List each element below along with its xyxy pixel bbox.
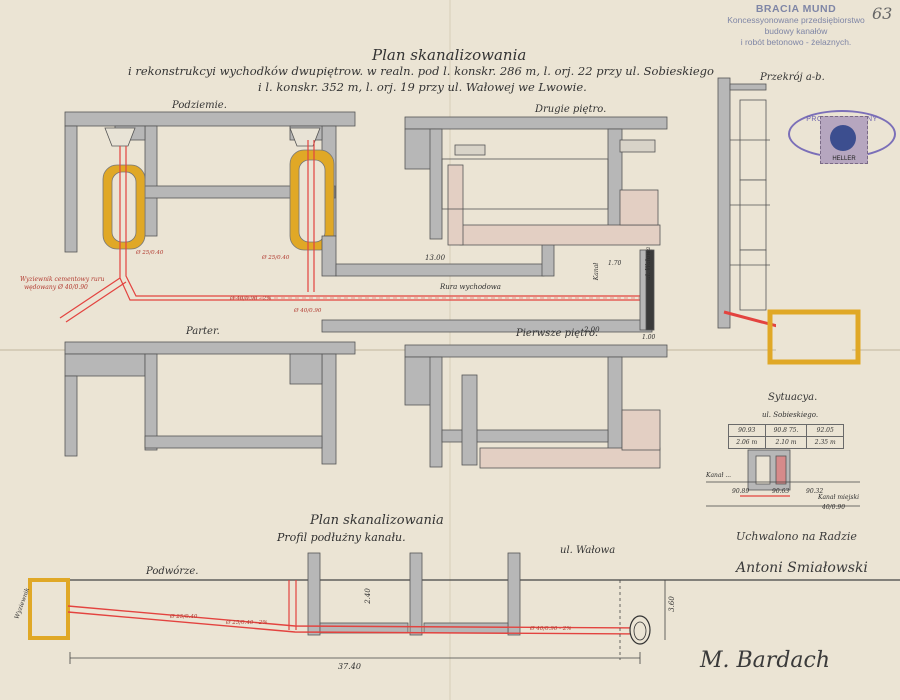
table-cell: 90.8 75. xyxy=(764,424,808,437)
title-line-2: i rekonstrukcyi wychodków dwupiętrow. w … xyxy=(128,64,714,78)
profile-pipe-2: Ø 25/0.40 - 2% xyxy=(226,620,268,626)
pipe-label-c: Ø 40/0.90 xyxy=(294,308,322,314)
signature-2: Antoni Smiałowski xyxy=(736,560,868,576)
basement-toilets xyxy=(104,127,321,147)
row3-b: 90.63 xyxy=(772,488,790,495)
pipe-label-b: Ø 25/0.40 xyxy=(262,255,290,261)
table-cell: 2.10 m xyxy=(764,436,808,449)
second-floor-plan xyxy=(404,116,668,240)
profile-dim-total: 37.40 xyxy=(338,662,361,671)
profile-street: ul. Wałowa xyxy=(560,545,616,556)
row3-c: 90.32 xyxy=(806,488,824,495)
street-block xyxy=(321,235,655,333)
approval-note: Uchwalono na Radzie xyxy=(736,530,857,543)
profile-dim-depth: 3.60 xyxy=(667,596,676,612)
situation-title: Sytuacya. xyxy=(768,392,818,403)
label-second-floor: Drugie piętro. xyxy=(535,104,607,115)
first-floor-annex xyxy=(479,409,661,469)
table-row: 2.06 m 2.10 m 2.35 m xyxy=(728,436,844,449)
label-first-floor: Pierwsze piętro. xyxy=(516,328,599,339)
canal-fragment-label: Kanał xyxy=(593,262,601,281)
profile-title-2: Profil podłużny kanału. xyxy=(277,531,406,544)
dim-170-label: 1.70 xyxy=(608,260,622,267)
street-walowa-vertical: ul. Wałowa xyxy=(645,246,653,281)
table-cell: 92.05 xyxy=(806,424,844,437)
dim-100-label: 1.00 xyxy=(642,334,656,341)
label-section-ab: Przekrój a-b. xyxy=(760,72,825,83)
sewer-pipes-basement xyxy=(59,140,640,323)
table-cell: 90.93 xyxy=(728,424,766,437)
pipe-main-dim-label: Ø 40/0.90 - 2% xyxy=(230,296,272,302)
canal-left-label: Kanał ... xyxy=(706,472,732,479)
page-number: 63 xyxy=(872,4,893,23)
ground-floor-plan xyxy=(64,341,356,465)
table-row: 90.93 90.8 75. 92.05 xyxy=(728,424,844,437)
stamp-line-3: budowy kanałów xyxy=(764,26,828,36)
vent-size-label: wędowany Ø 40/0.90 xyxy=(24,284,88,291)
situation-plan xyxy=(706,449,860,507)
table-cell: 2.35 m xyxy=(806,436,844,449)
title-line-3: i l. konskr. 352 m, l. orj. 19 przy ul. … xyxy=(258,80,587,94)
profile-courtyard: Podwórze. xyxy=(146,566,199,577)
section-ab-drawing xyxy=(717,77,861,365)
signature-1: M. Bardach xyxy=(700,648,831,673)
profile-pipe-3: Ø 40/0.90 - 2% xyxy=(530,626,572,632)
canal-right-dim: 40/0.90 xyxy=(822,504,846,511)
contractor-stamp: BRACIA MUND Koncessyonowane przedsiębior… xyxy=(712,4,880,68)
stamp-line-1: BRACIA MUND xyxy=(755,3,837,15)
revenue-stamp-text: HELLER xyxy=(832,156,856,162)
profile-pipe-1: Ø 25/0.40 xyxy=(170,614,198,620)
label-basement: Podziemie. xyxy=(172,100,227,111)
cesspit-pits xyxy=(102,149,335,251)
profile-title-1: Plan skanalizowania xyxy=(310,513,444,528)
pipe-label-a: Ø 25/0.40 xyxy=(136,250,164,256)
main-pipe-label: Rura wychodowa xyxy=(440,283,501,291)
dim-13-label: 13.00 xyxy=(425,254,446,262)
situation-table: 90.93 90.8 75. 92.05 2.06 m 2.10 m 2.35 … xyxy=(728,424,844,449)
stamp-line-4: i robót betonowo - żelaznych. xyxy=(740,37,852,47)
stamp-line-2: Koncessyonowane przedsiębiorstwo xyxy=(727,15,865,25)
dim-2-label: 2.00 xyxy=(584,326,600,334)
vent-pipe-label: Wyziewnik cementowy ruru xyxy=(20,276,105,283)
second-floor-annex xyxy=(441,158,661,246)
canal-right-label: Kanał miejski xyxy=(818,494,860,501)
profile-dim-height: 2.40 xyxy=(363,588,372,604)
table-cell: 2.06 m xyxy=(728,436,766,449)
revenue-stamp-emblem xyxy=(830,125,856,151)
label-ground-floor: Parter. xyxy=(186,326,220,337)
situation-street: ul. Sobieskiego. xyxy=(762,411,819,419)
row3-a: 90.89 xyxy=(732,488,750,495)
profile-section xyxy=(28,552,900,664)
revenue-stamp: HELLER xyxy=(820,116,868,164)
first-floor-plan xyxy=(404,344,668,468)
title-line-1: Plan skanalizowania xyxy=(372,46,527,64)
